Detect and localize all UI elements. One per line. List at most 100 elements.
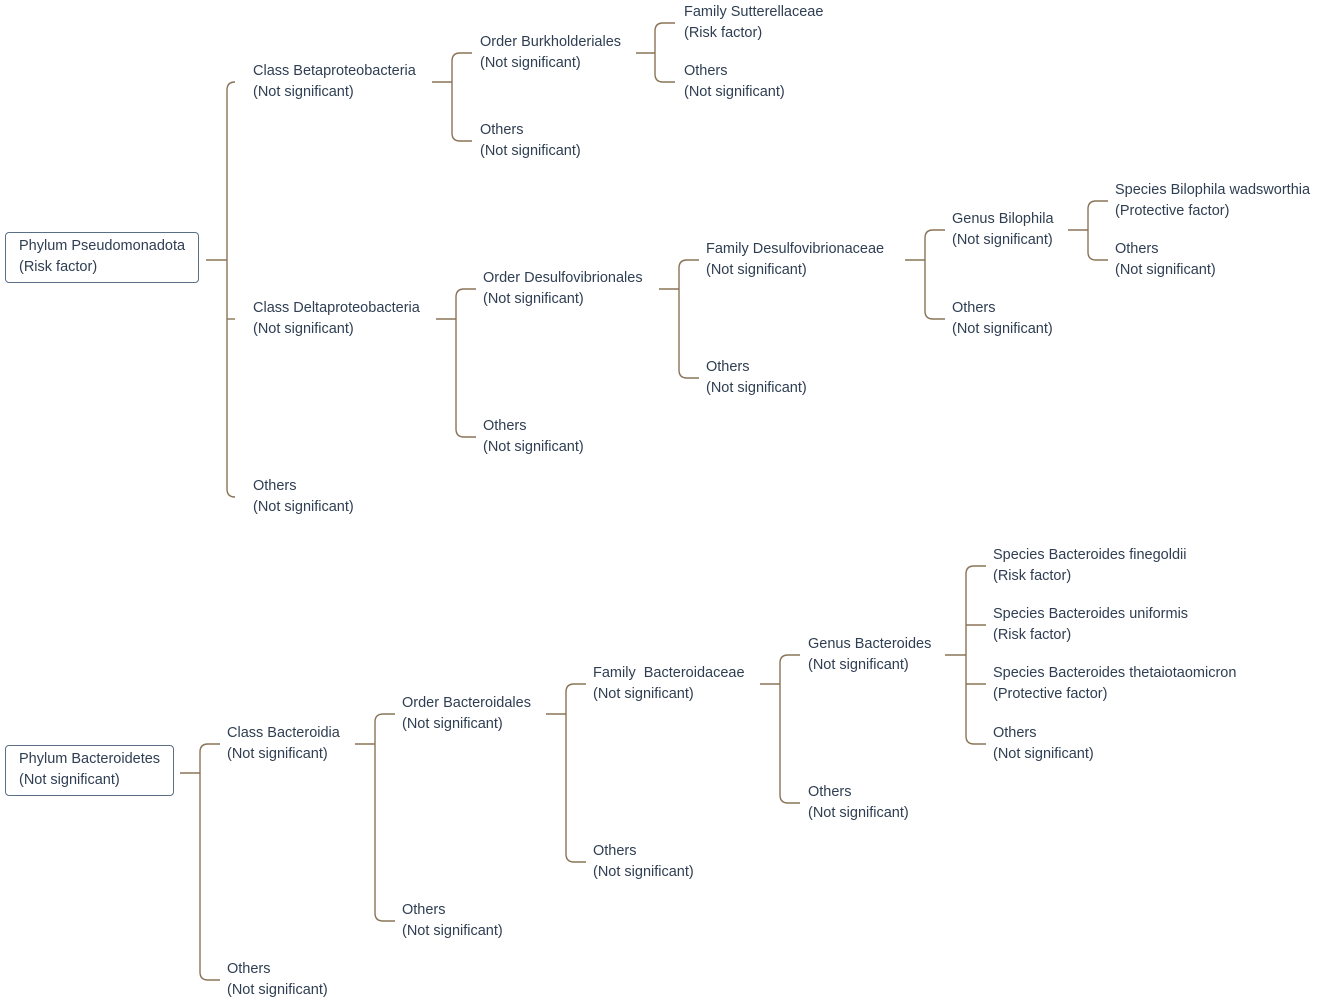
connector-branch bbox=[374, 713, 395, 723]
connector-bacteroidia bbox=[355, 713, 395, 922]
node-status: (Not significant) bbox=[993, 746, 1094, 762]
connector-branch bbox=[199, 971, 220, 981]
connector-branch bbox=[565, 853, 586, 863]
node-label: Order Burkholderiales bbox=[480, 34, 622, 50]
node-betaproteobacteria: Class Betaproteobacteria (Not significan… bbox=[253, 61, 416, 103]
connector-desulfovibrionales bbox=[659, 259, 699, 379]
node-desulfovibrionaceae-others: Others (Not significant) bbox=[952, 298, 1053, 340]
node-status: (Not significant) bbox=[253, 321, 354, 337]
node-desulfovibrionales: Order Desulfovibrionales (Not significan… bbox=[483, 268, 643, 310]
connector-branch bbox=[678, 369, 699, 379]
node-label: Species Bacteroides thetaiotaomicron bbox=[993, 665, 1237, 681]
node-status: (Risk factor) bbox=[684, 25, 763, 41]
node-label: Genus Bilophila bbox=[952, 211, 1054, 227]
node-status: (Not significant) bbox=[808, 657, 909, 673]
node-desulfovibrionales-others: Others (Not significant) bbox=[706, 357, 807, 399]
node-status: (Not significant) bbox=[483, 291, 584, 307]
node-label: Family Desulfovibrionaceae bbox=[706, 241, 885, 257]
node-bilophila-others: Others (Not significant) bbox=[1115, 239, 1216, 281]
node-bilophila: Genus Bilophila (Not significant) bbox=[952, 209, 1054, 251]
node-status: (Not significant) bbox=[253, 499, 354, 515]
node-status: (Not significant) bbox=[952, 321, 1053, 337]
node-label: Others bbox=[253, 478, 297, 494]
node-bacteroidaceae-others: Others (Not significant) bbox=[808, 782, 909, 824]
connector-branch bbox=[455, 428, 476, 438]
node-label: Class Deltaproteobacteria bbox=[253, 300, 420, 316]
connector-branch bbox=[965, 735, 986, 745]
node-bilophila-wadsworthia: Species Bilophila wadsworthia (Protectiv… bbox=[1115, 180, 1310, 222]
node-label: Others bbox=[952, 300, 996, 316]
node-status: (Not significant) bbox=[706, 262, 807, 278]
node-deltaproteobacteria: Class Deltaproteobacteria (Not significa… bbox=[253, 298, 420, 340]
node-status: (Protective factor) bbox=[993, 686, 1108, 702]
node-bacteroidales: Order Bacteroidales (Not significant) bbox=[402, 693, 531, 735]
connector-bacteroidales bbox=[546, 683, 586, 863]
connector-branch bbox=[924, 229, 945, 239]
node-status: (Not significant) bbox=[227, 982, 328, 998]
connector-branch bbox=[654, 73, 675, 83]
node-bacteroides-thetaiotaomicron: Species Bacteroides thetaiotaomicron (Pr… bbox=[993, 663, 1236, 705]
node-label: Class Betaproteobacteria bbox=[253, 63, 416, 79]
node-genus-bacteroides: Genus Bacteroides (Not significant) bbox=[808, 634, 931, 676]
node-label: Species Bacteroides finegoldii bbox=[993, 547, 1187, 563]
node-label: Others bbox=[593, 843, 637, 859]
node-label: Family Bacteroidaceae bbox=[593, 665, 745, 681]
node-label: Class Bacteroidia bbox=[227, 725, 340, 741]
node-label: Phylum Bacteroidetes bbox=[19, 751, 161, 767]
node-bacteroidia-others: Others (Not significant) bbox=[402, 900, 503, 942]
connector-burkholderiales bbox=[636, 22, 675, 83]
connector-bacteroidaceae bbox=[760, 654, 800, 804]
connector-branch bbox=[199, 743, 220, 753]
node-status: (Not significant) bbox=[593, 686, 694, 702]
connector-branch bbox=[1087, 251, 1108, 261]
node-label: Others bbox=[706, 359, 750, 375]
node-bacteroidetes-others: Others (Not significant) bbox=[227, 959, 328, 1001]
connector-branch bbox=[455, 288, 476, 298]
node-bacteroidaceae: Family Bacteroidaceae (Not significant) bbox=[593, 663, 745, 705]
connector-desulfovibrionaceae bbox=[905, 229, 945, 320]
node-label: Others bbox=[227, 961, 271, 977]
connector-branch bbox=[965, 565, 986, 575]
node-label: Order Bacteroidales bbox=[402, 695, 531, 711]
node-status: (Not significant) bbox=[19, 772, 120, 788]
node-label: Species Bilophila wadsworthia bbox=[1115, 182, 1311, 198]
connector-bacteroidetes bbox=[180, 743, 220, 981]
node-bacteroides-finegoldii: Species Bacteroides finegoldii (Risk fac… bbox=[993, 545, 1186, 587]
node-label: Phylum Pseudomonadota bbox=[19, 238, 186, 254]
connector-betaproteobacteria bbox=[432, 52, 472, 142]
connector-branch bbox=[451, 52, 472, 62]
node-betaproteobacteria-others: Others (Not significant) bbox=[480, 120, 581, 162]
node-label: Others bbox=[808, 784, 852, 800]
node-burkholderiales-others: Others (Not significant) bbox=[684, 61, 785, 103]
node-label: Others bbox=[684, 63, 728, 79]
node-pseudomonadota-others: Others (Not significant) bbox=[253, 476, 354, 518]
node-status: (Not significant) bbox=[227, 746, 328, 762]
node-burkholderiales: Order Burkholderiales (Not significant) bbox=[480, 32, 621, 74]
node-status: (Risk factor) bbox=[993, 568, 1072, 584]
node-label: Others bbox=[483, 418, 527, 434]
connector-bilophila bbox=[1068, 200, 1108, 261]
node-pseudomonadota: Phylum Pseudomonadota (Risk factor) bbox=[5, 232, 200, 283]
node-deltaproteobacteria-others: Others (Not significant) bbox=[483, 416, 584, 458]
node-label: Others bbox=[402, 902, 446, 918]
node-bacteroidia: Class Bacteroidia (Not significant) bbox=[227, 723, 340, 765]
connector-pseudomonadota bbox=[206, 81, 236, 498]
node-sutterellaceae: Family Sutterellaceae (Risk factor) bbox=[684, 2, 823, 44]
node-status: (Not significant) bbox=[808, 805, 909, 821]
node-status: (Risk factor) bbox=[19, 259, 98, 275]
node-bacteroidetes: Phylum Bacteroidetes (Not significant) bbox=[5, 745, 175, 796]
node-status: (Protective factor) bbox=[1115, 203, 1230, 219]
node-label: Others bbox=[1115, 241, 1159, 257]
node-status: (Not significant) bbox=[253, 84, 354, 100]
node-status: (Not significant) bbox=[952, 232, 1053, 248]
node-label: Others bbox=[480, 122, 524, 138]
node-genus-bacteroides-others: Others (Not significant) bbox=[993, 723, 1094, 765]
connector-deltaproteobacteria bbox=[436, 288, 476, 438]
node-status: (Not significant) bbox=[684, 84, 785, 100]
connector-branch bbox=[678, 259, 699, 269]
node-label: Order Desulfovibrionales bbox=[483, 270, 643, 286]
connector-branch bbox=[779, 654, 800, 664]
node-bacteroides-uniformis: Species Bacteroides uniformis (Risk fact… bbox=[993, 604, 1188, 646]
